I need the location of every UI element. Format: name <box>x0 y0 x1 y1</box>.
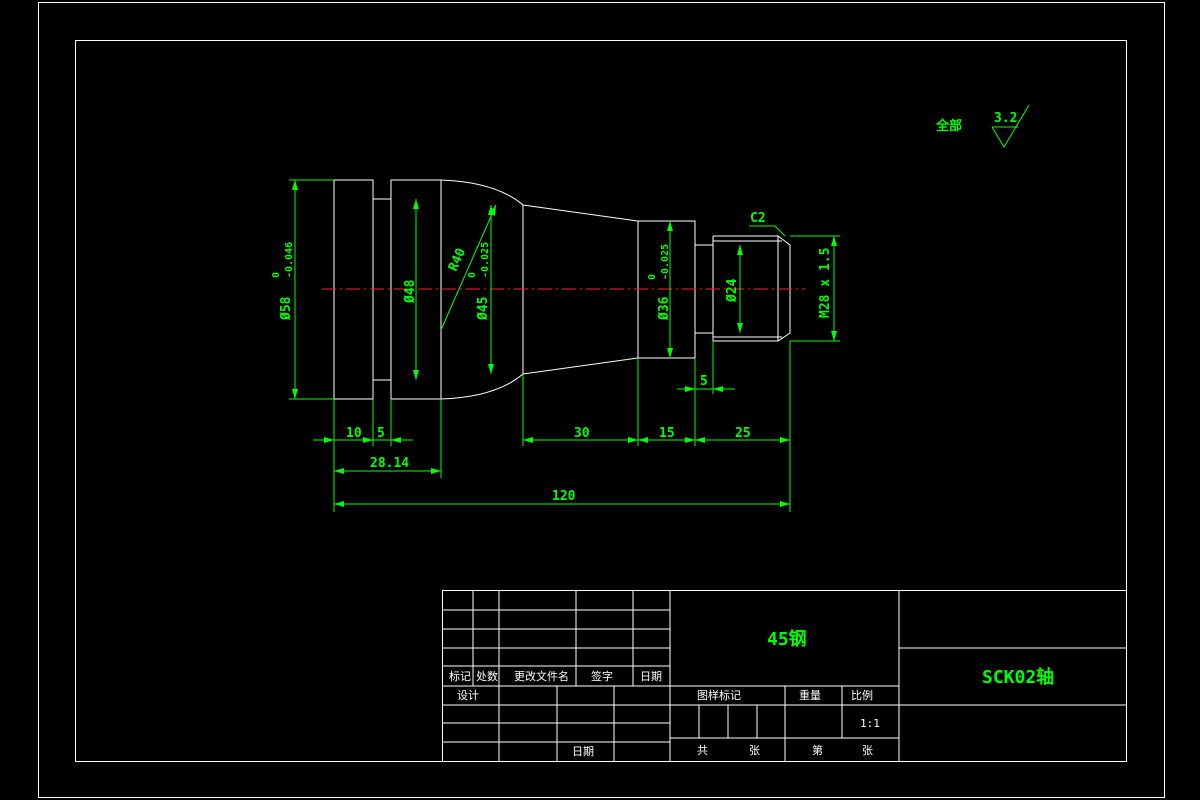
sheet-number-label: 第 <box>812 743 823 757</box>
dim-len-30: 30 <box>523 426 638 443</box>
part-name-text: SCK02轴 <box>982 666 1054 688</box>
dim-d45-upper: 0 <box>467 272 478 278</box>
dim-d36-tol: -0.025 <box>660 244 671 280</box>
rev-header-file: 更改文件名 <box>514 669 569 683</box>
inner-frame <box>75 40 1127 762</box>
outer-border <box>38 2 1165 798</box>
dim-len-5b-text: 5 <box>700 374 708 389</box>
dim-d24-text: Ø24 <box>725 278 740 303</box>
dim-d58-tol: -0.046 <box>284 242 295 278</box>
scale-label: 比例 <box>851 688 873 702</box>
dim-d48-text: Ø48 <box>403 279 418 304</box>
dim-d58-upper: 0 <box>271 272 282 278</box>
dim-chamfer-text: C2 <box>750 211 766 226</box>
r40-arc-bottom <box>440 373 524 400</box>
taper-top <box>522 204 639 222</box>
material-text: 45钢 <box>767 628 807 650</box>
r40-arc-top <box>440 179 524 206</box>
dim-d36-text: Ø36 <box>657 296 672 321</box>
dim-d58-text: Ø58 <box>279 296 294 321</box>
total-sheets-label: 共 <box>697 744 708 757</box>
dim-d48: Ø48 <box>403 199 419 380</box>
dim-d45-tol: -0.025 <box>480 242 491 278</box>
sheet-number-unit: 张 <box>862 744 873 757</box>
dim-len-10: 10 <box>313 426 373 443</box>
dim-d36-upper: 0 <box>647 274 658 280</box>
dim-len-120: 120 <box>334 489 790 507</box>
dim-d45: Ø45 -0.025 0 <box>467 205 494 374</box>
dim-len-5a: 5 <box>373 426 413 443</box>
dim-len-15: 15 <box>638 426 695 443</box>
dim-len-10-text: 10 <box>346 426 362 441</box>
rev-header-date: 日期 <box>640 670 662 683</box>
stage-mark-label: 图样标记 <box>697 688 741 702</box>
dim-len-5b: 5 <box>677 374 735 392</box>
dim-thread: M28 x 1.5 <box>790 235 840 342</box>
rev-header-count: 处数 <box>476 670 498 683</box>
dim-d45-text: Ø45 <box>476 297 491 321</box>
dim-len-25: 25 <box>695 426 790 443</box>
surface-finish-check-icon <box>991 104 1030 148</box>
dim-d24: Ø24 <box>725 245 743 333</box>
dim-r40-text: R40 <box>446 246 469 274</box>
date-label: 日期 <box>572 745 594 758</box>
dim-len-30-text: 30 <box>574 426 590 441</box>
dim-len-5a-text: 5 <box>377 426 385 441</box>
surface-finish-prefix: 全部 <box>935 118 962 134</box>
weight-label: 重量 <box>799 688 821 702</box>
dim-d58: Ø58 -0.046 0 <box>271 179 334 400</box>
dim-len-28-14-text: 28.14 <box>370 456 409 471</box>
rev-header-mark: 标记 <box>449 669 471 683</box>
total-sheets-unit: 张 <box>749 744 760 757</box>
dim-d36: Ø36 -0.025 0 <box>647 221 673 358</box>
surface-finish-symbol: 全部 3.2 <box>935 104 1030 148</box>
dim-len-15-text: 15 <box>659 426 675 441</box>
dim-thread-text: M28 x 1.5 <box>818 248 833 318</box>
dim-len-28-14: 28.14 <box>334 456 441 474</box>
title-block: 标记 处数 更改文件名 签字 日期 设计 日期 45钢 SCK02轴 图样标记 … <box>442 590 1127 762</box>
rev-header-sign: 签字 <box>591 669 613 683</box>
design-label: 设计 <box>457 689 479 702</box>
taper-bottom <box>522 357 639 375</box>
surface-finish-value: 3.2 <box>994 111 1017 126</box>
shaft-segment-collar <box>390 179 442 400</box>
extension-lines <box>333 341 791 512</box>
scale-value: 1:1 <box>860 717 880 730</box>
shaft-outline <box>322 179 805 400</box>
dim-chamfer: C2 <box>749 211 786 237</box>
dim-len-25-text: 25 <box>735 426 751 441</box>
dim-len-120-text: 120 <box>552 489 576 504</box>
